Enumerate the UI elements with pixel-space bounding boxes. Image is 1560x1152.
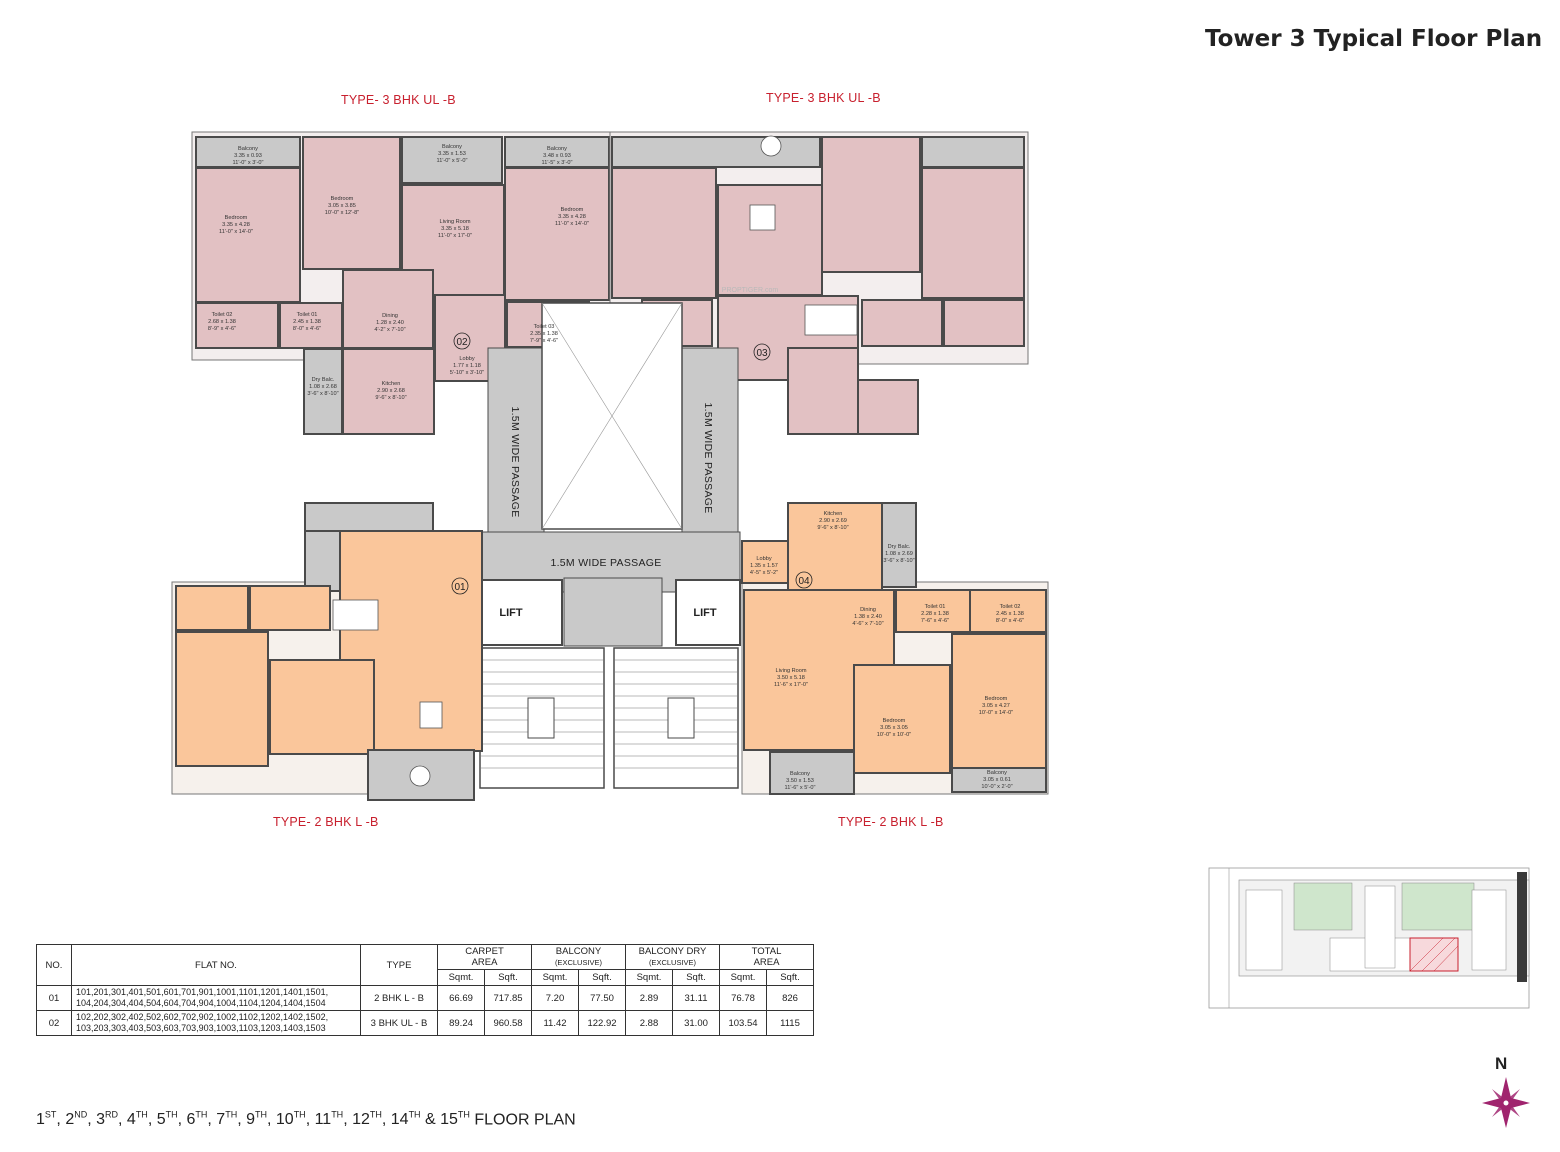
passage-center: 1.5M WIDE PASSAGE bbox=[550, 557, 661, 569]
unit-no-02: 02 bbox=[456, 337, 468, 348]
svg-text:Toilet 022.45 x 1.388'-0" x 4': Toilet 022.45 x 1.388'-0" x 4'-6" bbox=[996, 604, 1024, 624]
bedroom-02-c bbox=[504, 167, 610, 301]
floor-number: 6 bbox=[186, 1111, 196, 1129]
toilet-02-02 bbox=[195, 302, 279, 349]
table-row: 01 101,201,301,401,501,601,701,901,1001,… bbox=[36, 985, 814, 1011]
unit-01: 01 bbox=[171, 502, 483, 801]
site-key-plan bbox=[1208, 867, 1530, 1009]
type-label-top-left: TYPE- 3 BHK UL -B bbox=[341, 93, 456, 107]
th-no: NO. bbox=[36, 944, 72, 986]
unit-no-04: 04 bbox=[798, 576, 810, 587]
th-flat: FLAT NO. bbox=[71, 944, 361, 986]
unit-no-01: 01 bbox=[454, 582, 466, 593]
floor-list: 1ST, 2ND, 3RD, 4TH, 5TH, 6TH, 7TH, 9TH, … bbox=[36, 1110, 470, 1129]
floor-suffix: TH bbox=[408, 1110, 421, 1120]
watermark: PROPTIGER.com bbox=[722, 287, 779, 294]
floor-suffix: TH bbox=[225, 1110, 238, 1120]
type-label-bottom-right: TYPE- 2 BHK L -B bbox=[838, 815, 944, 829]
table-row: 02 102,202,302,402,502,602,702,902,1002,… bbox=[36, 1010, 814, 1036]
passage-left: 1.5M WIDE PASSAGE bbox=[509, 406, 521, 517]
lift-right: LIFT bbox=[693, 607, 716, 619]
page-title: Tower 3 Typical Floor Plan bbox=[1205, 26, 1543, 52]
type-label-top-right: TYPE- 3 BHK UL -B bbox=[766, 91, 881, 105]
floor-number: 7 bbox=[216, 1111, 226, 1129]
unit-no-03: 03 bbox=[756, 348, 768, 359]
floor-suffix: ST bbox=[44, 1110, 57, 1120]
passage-right: 1.5M WIDE PASSAGE bbox=[702, 402, 714, 513]
balcony-02-c bbox=[504, 136, 610, 168]
floor-number: 15 bbox=[440, 1111, 458, 1129]
bedroom-02-b bbox=[302, 136, 401, 270]
floor-suffix: TH bbox=[135, 1110, 148, 1120]
svg-text:Dry Balc.1.08 x 2.693'-6" x 8': Dry Balc.1.08 x 2.693'-6" x 8'-10" bbox=[883, 544, 914, 564]
floor-number: 2 bbox=[65, 1111, 75, 1129]
floor-number: 14 bbox=[390, 1111, 409, 1129]
lift-left: LIFT bbox=[499, 607, 522, 619]
floor-suffix: RD bbox=[105, 1110, 119, 1120]
bedroom-02-a bbox=[195, 167, 301, 303]
floor-suffix: TH bbox=[255, 1110, 267, 1120]
north-label: N bbox=[1495, 1054, 1508, 1073]
floor-number: 12 bbox=[352, 1111, 370, 1129]
floor-suffix: TH bbox=[293, 1110, 306, 1120]
floor-number: 1 bbox=[36, 1111, 45, 1129]
compass-icon bbox=[1482, 1077, 1530, 1128]
floor-suffix: TH bbox=[331, 1110, 344, 1120]
th-balcony-dry: BALCONY DRY(EXCLUSIVE) bbox=[625, 944, 720, 970]
floor-number: 5 bbox=[156, 1111, 166, 1129]
floor-number: 4 bbox=[126, 1111, 136, 1129]
floor-suffix: TH bbox=[369, 1110, 382, 1120]
floor-number: 9 bbox=[246, 1111, 255, 1129]
th-balcony: BALCONY(EXCLUSIVE) bbox=[531, 944, 626, 970]
unit-04: 04 bbox=[741, 502, 1049, 795]
floor-suffix: TH bbox=[457, 1110, 470, 1120]
svg-text:Toilet 022.68 x 1.388'-9" x 4': Toilet 022.68 x 1.388'-9" x 4'-6" bbox=[208, 312, 236, 332]
svg-text:Dry Balc.1.08 x 2.683'-6" x 8': Dry Balc.1.08 x 2.683'-6" x 8'-10" bbox=[307, 377, 338, 397]
core: LIFT LIFT 1.5M WIDE PASSAGE 1.5M WIDE PA… bbox=[479, 302, 741, 789]
floor-number: 10 bbox=[275, 1111, 294, 1129]
kitchen-02 bbox=[342, 348, 435, 435]
floor-suffix: TH bbox=[195, 1110, 208, 1120]
balcony-02-b bbox=[401, 136, 503, 184]
floor-plan-note: 1ST, 2ND, 3RD, 4TH, 5TH, 6TH, 7TH, 9TH, … bbox=[36, 1110, 576, 1129]
type-label-bottom-left: TYPE- 2 BHK L -B bbox=[273, 815, 379, 829]
floor-suffix: TH bbox=[165, 1110, 178, 1120]
floor-plan-suffix: FLOOR PLAN bbox=[474, 1111, 576, 1129]
svg-text:Toilet 012.45 x 1.388'-0" x 4': Toilet 012.45 x 1.388'-0" x 4'-6" bbox=[293, 312, 321, 332]
floor-number: 11 bbox=[314, 1111, 332, 1129]
svg-text:Toilet 032.35 x 1.387'-9" x 4': Toilet 032.35 x 1.387'-9" x 4'-6" bbox=[530, 324, 558, 344]
svg-text:Toilet 012.28 x 1.387'-6" x 4': Toilet 012.28 x 1.387'-6" x 4'-6" bbox=[921, 604, 949, 624]
floor-suffix: ND bbox=[74, 1110, 88, 1120]
drybalc-02 bbox=[303, 348, 343, 435]
dining-02 bbox=[342, 269, 434, 349]
floor-number: 3 bbox=[96, 1111, 106, 1129]
th-type: TYPE bbox=[360, 944, 438, 986]
